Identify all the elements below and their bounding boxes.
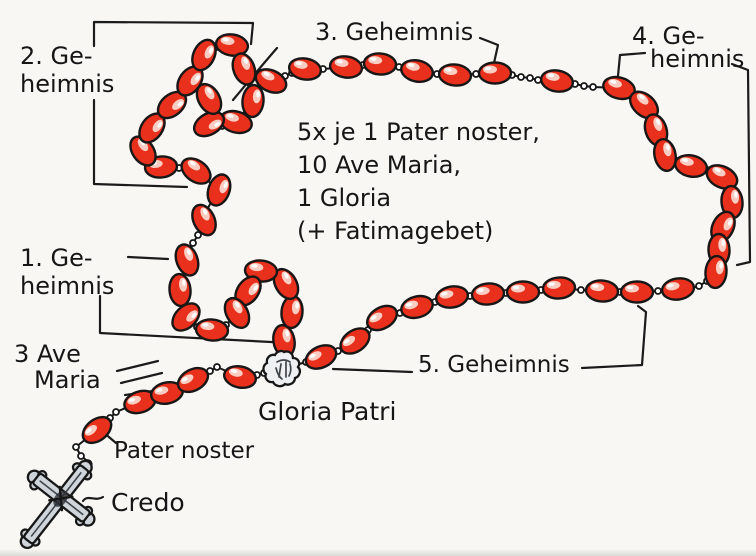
note-line-3: 1 Gloria <box>297 184 392 212</box>
label-mystery-4-line1: 4. Ge- <box>632 22 705 50</box>
leader-mystery3 <box>478 36 500 65</box>
label-mystery-2-line2: heimnis <box>20 70 115 98</box>
centerpiece-medal <box>262 349 302 388</box>
label-credo: Credo <box>111 488 185 517</box>
label-mystery-5: 5. Geheimnis <box>418 352 570 378</box>
label-3-ave-line1: 3 Ave <box>14 340 81 368</box>
note-line-4: (+ Fatimagebet) <box>297 217 494 245</box>
label-mystery-4-line2: heimnis <box>650 45 745 73</box>
note-line-1: 5x je 1 Pater noster, <box>297 118 540 146</box>
label-mystery-3: 3. Geheimnis <box>315 18 474 46</box>
bracket-mystery1 <box>98 294 292 345</box>
bracket-mystery4 <box>616 51 752 267</box>
label-mystery-1-line2: heimnis <box>20 272 115 300</box>
leader-credo <box>81 495 105 503</box>
bracket-mystery5 <box>331 304 648 374</box>
label-mystery-1-line1: 1. Ge- <box>20 244 93 272</box>
center-note: 5x je 1 Pater noster, 10 Ave Maria, 1 Gl… <box>297 116 540 248</box>
label-pater-noster: Pater noster <box>114 438 255 464</box>
label-gloria-patri: Gloria Patri <box>258 397 397 426</box>
crucifix <box>19 459 96 550</box>
leader-mystery1 <box>126 255 170 261</box>
label-3-ave-line2: Maria <box>34 366 101 394</box>
bracket-mystery2 <box>92 20 255 189</box>
label-mystery-2-line1: 2. Ge- <box>20 42 93 70</box>
rosary-beads <box>81 33 744 445</box>
note-line-2: 10 Ave Maria, <box>297 151 462 179</box>
